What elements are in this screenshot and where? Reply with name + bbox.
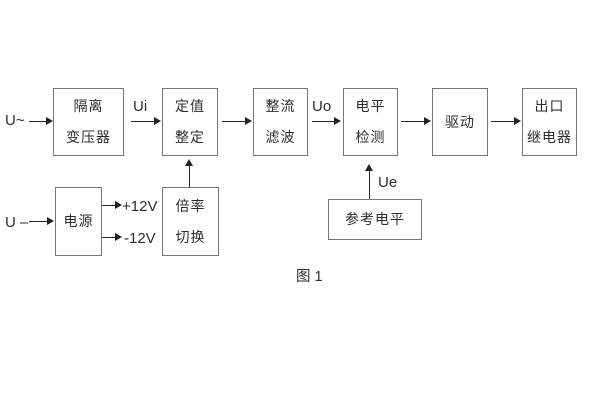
block-isolation-transformer: 隔离 变压器: [53, 88, 124, 156]
block-isolation-transformer-line2: 变压器: [66, 129, 111, 145]
block-level-detection-line2: 检测: [355, 129, 386, 145]
arrow-power-to-pos12v-icon: [102, 201, 122, 210]
arrow-rectifier-to-level-icon: [312, 117, 341, 126]
block-rectify-filter: 整流 滤波: [253, 88, 308, 156]
arrow-transformer-to-setting-icon: [131, 117, 161, 126]
arrow-dc-input-icon: [29, 217, 54, 226]
block-ratio-switch-line1: 倍率: [175, 197, 206, 214]
block-ratio-switch: 倍率 切换: [162, 187, 219, 256]
signal-ue-label: Ue: [378, 174, 398, 191]
block-rectify-filter-line2: 滤波: [265, 129, 296, 145]
figure-caption: 图 1: [296, 269, 323, 285]
input-dc-label: U –: [5, 214, 29, 231]
rail-positive-12v-label: +12V: [122, 198, 158, 215]
rail-negative-12v-label: -12V: [124, 230, 156, 247]
block-value-setting-line2: 整定: [175, 129, 205, 145]
block-level-detection-line1: 电平: [355, 98, 386, 114]
block-isolation-transformer-line1: 隔离: [73, 98, 104, 114]
arrow-level-to-driver-icon: [401, 117, 431, 126]
block-driver: 驱动: [432, 88, 488, 156]
block-rectify-filter-line1: 整流: [265, 98, 296, 114]
signal-ui-label: Ui: [133, 98, 148, 115]
block-power-supply-line1: 电源: [63, 213, 94, 229]
block-value-setting: 定值 整定: [162, 88, 218, 156]
block-reference-level-line1: 参考电平: [345, 211, 405, 227]
arrow-driver-to-relay-icon: [491, 117, 521, 126]
arrow-ratio-to-setting-icon: [185, 159, 194, 187]
block-output-relay-line2: 继电器: [527, 129, 572, 145]
arrow-reference-to-level-icon: [365, 164, 374, 199]
block-value-setting-line1: 定值: [175, 98, 205, 114]
arrow-ac-input-icon: [29, 117, 53, 126]
block-driver-line1: 驱动: [445, 113, 475, 130]
block-reference-level: 参考电平: [328, 199, 422, 240]
block-level-detection: 电平 检测: [343, 88, 398, 156]
block-output-relay: 出口 继电器: [522, 88, 577, 156]
arrow-setting-to-rectifier-icon: [222, 117, 252, 126]
arrow-power-to-neg12v-icon: [102, 233, 122, 242]
block-output-relay-line1: 出口: [534, 98, 565, 114]
block-ratio-switch-line2: 切换: [175, 228, 206, 245]
signal-uo-label: Uo: [312, 98, 332, 115]
block-power-supply: 电源: [55, 187, 102, 256]
input-ac-label: U~: [5, 112, 25, 129]
